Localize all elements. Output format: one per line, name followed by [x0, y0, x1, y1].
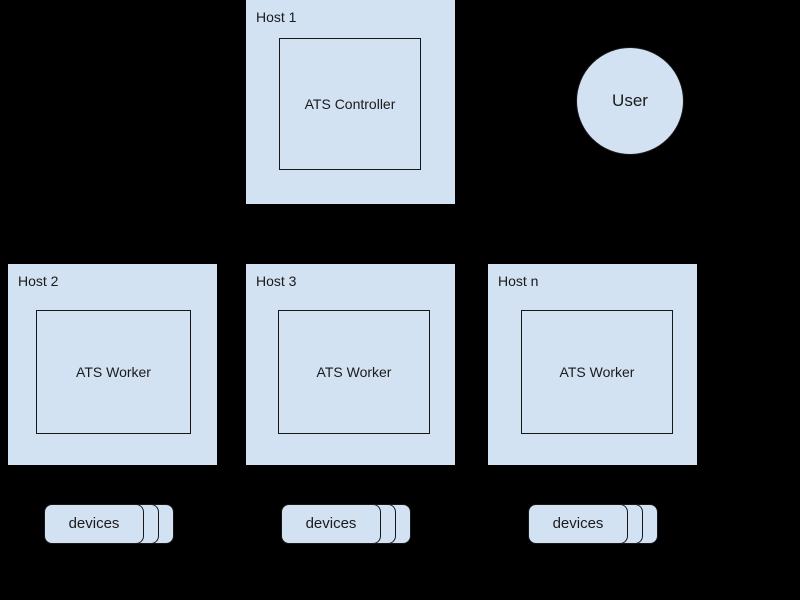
component-box-ats-worker-host-n[interactable]: ATS Worker — [521, 310, 673, 434]
host-box-host-3[interactable]: Host 3 ATS Worker — [246, 264, 455, 465]
device-card-front[interactable]: devices — [281, 504, 381, 544]
component-label-ats-worker-host-3: ATS Worker — [316, 363, 392, 380]
component-box-ats-controller[interactable]: ATS Controller — [279, 38, 421, 170]
user-node[interactable]: User — [576, 47, 684, 155]
host-box-host-1[interactable]: Host 1 ATS Controller — [246, 0, 455, 204]
devices-stack-host-2[interactable]: devices — [44, 504, 174, 544]
host-box-host-2[interactable]: Host 2 ATS Worker — [8, 264, 217, 465]
component-box-ats-worker-host-2[interactable]: ATS Worker — [36, 310, 191, 434]
host-label-host-3: Host 3 — [256, 273, 297, 289]
devices-stack-host-n[interactable]: devices — [528, 504, 658, 544]
component-label-ats-controller: ATS Controller — [304, 95, 396, 112]
devices-label: devices — [305, 515, 357, 532]
devices-label: devices — [68, 515, 120, 532]
host-label-host-1: Host 1 — [256, 9, 297, 25]
host-box-host-n[interactable]: Host n ATS Worker — [488, 264, 697, 465]
devices-label: devices — [552, 515, 604, 532]
component-label-ats-worker-host-2: ATS Worker — [76, 363, 151, 380]
component-label-ats-worker-host-n: ATS Worker — [559, 363, 635, 380]
component-box-ats-worker-host-3[interactable]: ATS Worker — [278, 310, 430, 434]
host-label-host-2: Host 2 — [18, 273, 59, 289]
user-node-label: User — [612, 91, 648, 110]
device-card-front[interactable]: devices — [528, 504, 628, 544]
host-label-host-n: Host n — [498, 273, 539, 289]
devices-stack-host-3[interactable]: devices — [281, 504, 411, 544]
device-card-front[interactable]: devices — [44, 504, 144, 544]
